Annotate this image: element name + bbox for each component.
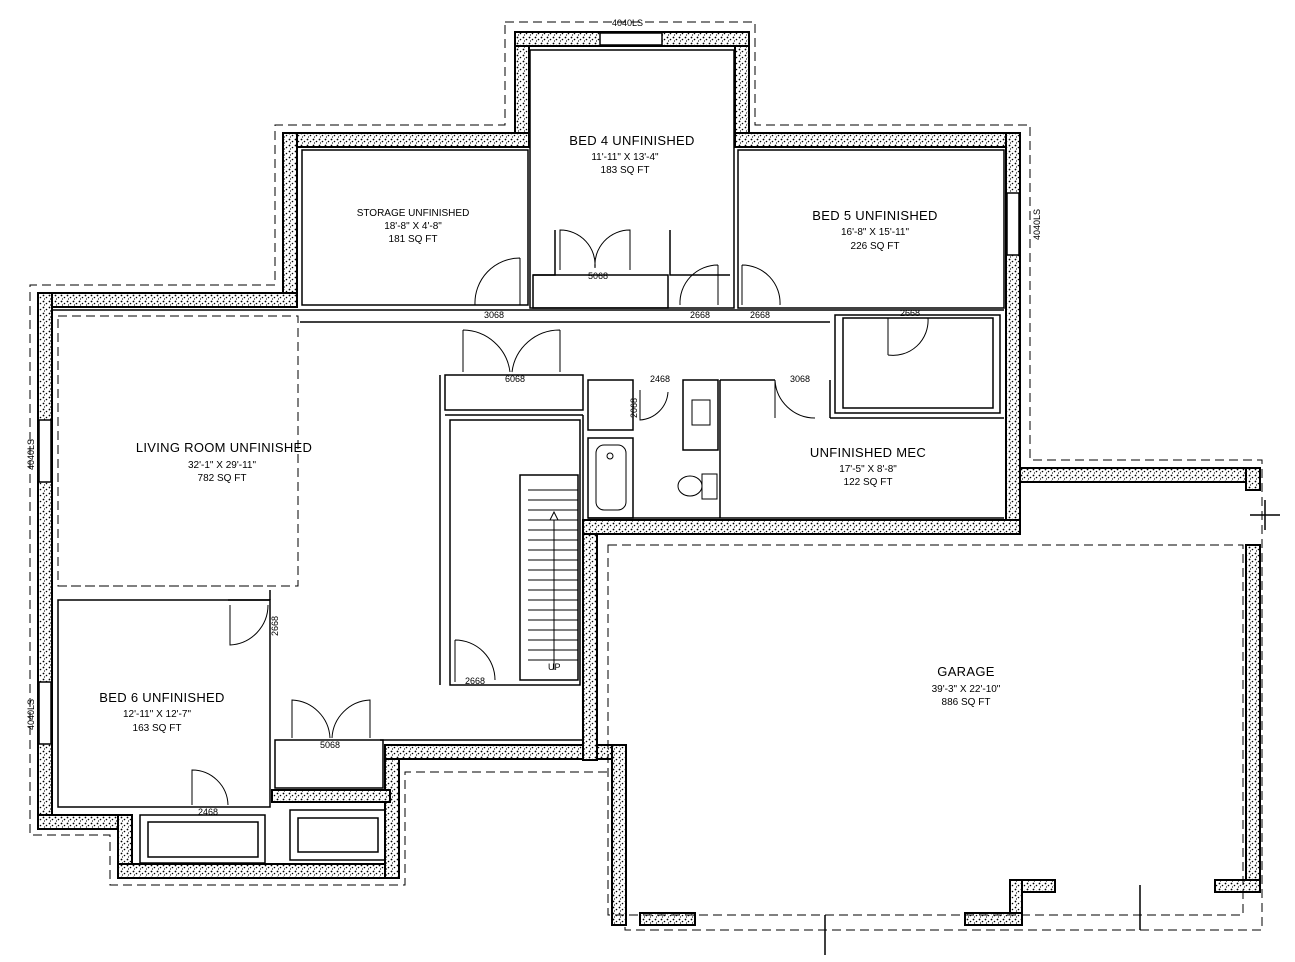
door-label-2668-stair: 2668 xyxy=(465,676,485,686)
room-name: UNFINISHED MEC xyxy=(810,445,926,460)
door-label-2468-bed6-closet: 2468 xyxy=(198,807,218,817)
door-label-2668-a: 2668 xyxy=(690,310,710,320)
door-label-5068-bed6: 5068 xyxy=(320,740,340,750)
windows xyxy=(38,32,1020,745)
window-left-lower xyxy=(38,681,52,745)
footing-outline xyxy=(29,21,1263,931)
room-name: GARAGE xyxy=(937,664,994,679)
room-bed6: BED 6 UNFINISHED 12'-11" X 12'-7" 163 SQ… xyxy=(99,690,224,734)
door-label-3068-mec: 3068 xyxy=(790,374,810,384)
window-right xyxy=(1006,192,1020,256)
room-dims: 32'-1" X 29'-11" xyxy=(188,460,256,471)
door-labels: 5068 3068 2668 2668 2668 6068 2468 2068 … xyxy=(198,271,920,817)
room-garage: GARAGE 39'-3" X 22'-10" 886 SQ FT xyxy=(932,664,1001,708)
window-label-right: 4040LS xyxy=(1032,209,1042,240)
room-dims: 12'-11" X 12'-7" xyxy=(123,709,191,720)
room-area: 163 SQ FT xyxy=(133,723,182,734)
room-name: BED 6 UNFINISHED xyxy=(99,690,224,705)
room-area: 782 SQ FT xyxy=(198,473,247,484)
window-left-upper xyxy=(38,419,52,483)
room-area: 181 SQ FT xyxy=(389,234,438,245)
room-area: 183 SQ FT xyxy=(601,165,650,176)
window-label-left-lower: 4040LS xyxy=(26,699,36,730)
room-dims: 11'-11" X 13'-4" xyxy=(591,152,659,163)
room-name: LIVING ROOM UNFINISHED xyxy=(136,440,312,455)
room-dims: 17'-5" X 8'-8" xyxy=(839,464,897,475)
room-storage: STORAGE UNFINISHED 18'-8" X 4'-8" 181 SQ… xyxy=(357,208,470,245)
door-swings xyxy=(191,229,929,806)
stair-treads xyxy=(528,489,578,670)
window-label-top: 4040LS xyxy=(612,18,643,28)
door-label-3068-storage: 3068 xyxy=(484,310,504,320)
room-name: BED 4 UNFINISHED xyxy=(569,133,694,148)
room-mec: UNFINISHED MEC 17'-5" X 8'-8" 122 SQ FT xyxy=(810,445,926,488)
door-label-2668-b: 2668 xyxy=(750,310,770,320)
door-label-2668-bed5-closet: 2668 xyxy=(900,308,920,318)
room-living: LIVING ROOM UNFINISHED 32'-1" X 29'-11" … xyxy=(136,440,312,484)
room-area: 886 SQ FT xyxy=(942,697,991,708)
window-label-left-upper: 4040LS xyxy=(26,439,36,470)
room-dims: 16'-8" X 15'-11" xyxy=(841,227,909,238)
room-area: 122 SQ FT xyxy=(844,477,893,488)
door-label-2068-bath: 2068 xyxy=(629,398,639,418)
door-label-2668-bed6: 2668 xyxy=(270,616,280,636)
room-name: STORAGE UNFINISHED xyxy=(357,208,470,219)
interior-walls xyxy=(52,49,1280,955)
room-bed4: BED 4 UNFINISHED 11'-11" X 13'-4" 183 SQ… xyxy=(569,133,694,176)
door-label-6068-hall: 6068 xyxy=(505,374,525,384)
door-label-2468-bath: 2468 xyxy=(650,374,670,384)
room-area: 226 SQ FT xyxy=(851,241,900,252)
room-name: BED 5 UNFINISHED xyxy=(812,208,937,223)
stair-up-label: UP xyxy=(548,662,561,672)
window-top xyxy=(599,32,663,46)
room-dims: 39'-3" X 22'-10" xyxy=(932,684,1001,695)
door-label-5068-bed4: 5068 xyxy=(588,271,608,281)
room-dims: 18'-8" X 4'-8" xyxy=(384,221,442,232)
room-bed5: BED 5 UNFINISHED 16'-8" X 15'-11" 226 SQ… xyxy=(812,208,937,252)
